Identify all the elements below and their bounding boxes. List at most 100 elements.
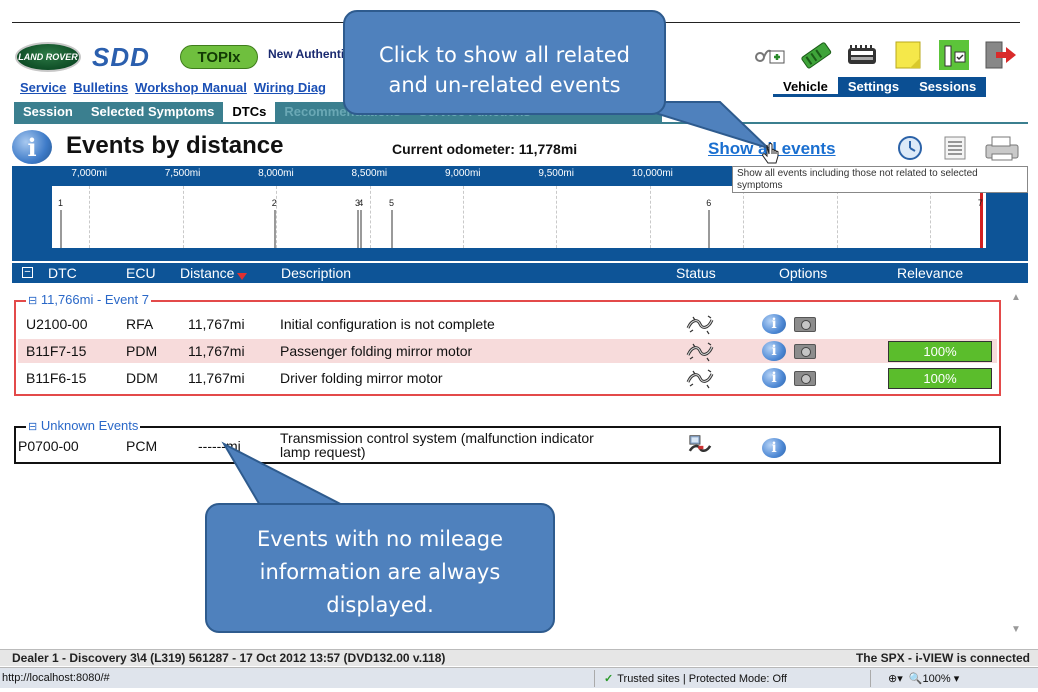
printer-icon[interactable] (982, 134, 1022, 162)
callout-line: displayed. (326, 593, 434, 617)
connection-status: The SPX - i-VIEW is connected (855, 651, 1030, 665)
status-monitor-icon (688, 435, 712, 452)
toolbar-icons (752, 38, 1018, 72)
info-icon[interactable]: i (762, 438, 786, 458)
clock-icon[interactable] (895, 134, 925, 162)
timeline-gridline (929, 186, 931, 248)
timeline-tick-label: 7,500mi (164, 168, 201, 179)
info-icon[interactable]: i (762, 341, 786, 361)
notes-icon[interactable] (890, 38, 926, 72)
info-icon[interactable]: i (762, 368, 786, 388)
status-url: http://localhost:8080/# (2, 672, 110, 684)
event-group-legend[interactable]: ⊟ Unknown Events (26, 418, 141, 433)
timeline-event-marker[interactable] (360, 210, 363, 248)
column-header-dtc[interactable]: DTC (48, 265, 77, 281)
table-row[interactable]: P0700-00 PCM ------mi Transmission contr… (18, 431, 997, 462)
collapse-icon[interactable]: ⊟ (28, 295, 38, 307)
security-zone[interactable]: ✓Trusted sites | Protected Mode: Off (604, 672, 787, 685)
connected-device-icon[interactable] (936, 38, 972, 72)
list-icon[interactable] (940, 134, 970, 162)
timeline-event-marker[interactable] (60, 210, 63, 248)
nav-link-workshop-manual[interactable]: Workshop Manual (135, 80, 247, 95)
info-icon[interactable]: i (12, 130, 52, 164)
column-header-relevance[interactable]: Relevance (897, 265, 964, 281)
tab-vehicle[interactable]: Vehicle (773, 77, 838, 97)
zoom-level: 100% (922, 673, 951, 685)
tab-sessions[interactable]: Sessions (909, 77, 987, 97)
exit-icon[interactable] (982, 38, 1018, 72)
logo-text: LAND ROVER (18, 51, 78, 62)
nav-link-wiring-diagrams[interactable]: Wiring Diag (253, 80, 326, 95)
event-group-7: ⊟ 11,766mi - Event 7 U2100-00 RFA 11,767… (14, 292, 1001, 396)
camera-icon[interactable] (794, 317, 816, 332)
status-disconnected-icon (686, 342, 714, 362)
timeline-event-marker[interactable] (357, 210, 360, 248)
column-header-ecu[interactable]: ECU (126, 265, 156, 281)
main-tabs: Vehicle Settings Sessions (773, 77, 987, 97)
callout-no-mileage: Events with no mileage information are a… (205, 503, 555, 633)
column-header-description[interactable]: Description (281, 265, 352, 281)
timeline-gridline (369, 186, 371, 248)
table-row[interactable]: B11F6-15 DDM 11,767mi Driver folding mir… (18, 366, 997, 390)
event-group-legend[interactable]: ⊟ 11,766mi - Event 7 (26, 292, 151, 307)
session-info: Dealer 1 - Discovery 3\4 (L319) 561287 -… (12, 651, 446, 665)
nav-links: Service Bulletins Workshop Manual Wiring… (20, 80, 326, 95)
dtc-code: B11F7-15 (26, 343, 87, 359)
timeline-event-label: 6 (706, 198, 712, 208)
distance-value: 11,767mi (188, 343, 245, 359)
callout-show-all: Click to show all related and un-related… (343, 10, 666, 115)
timeline-tick-label: 9,000mi (444, 168, 481, 179)
subtab-underline (14, 122, 1028, 124)
timeline-event-marker[interactable] (391, 210, 394, 248)
subtab-session[interactable]: Session (23, 104, 73, 119)
vci-icon[interactable] (844, 38, 880, 72)
timeline-gridline (89, 186, 91, 248)
check-icon: ✓ (604, 673, 614, 685)
scroll-up-arrow[interactable]: ▲ (1011, 292, 1021, 303)
timeline-tick-label: 8,000mi (258, 168, 294, 179)
table-row[interactable]: B11F7-15 PDM 11,767mi Passenger folding … (18, 339, 997, 363)
dtc-code: P0700-00 (18, 438, 79, 454)
new-authentic-link[interactable]: New Authentic (268, 47, 351, 61)
nav-link-bulletins[interactable]: Bulletins (73, 80, 129, 95)
stethoscope-icon[interactable] (752, 38, 788, 72)
camera-icon[interactable] (794, 344, 816, 359)
timeline-gridline (556, 186, 558, 248)
timeline-gridline (743, 186, 745, 248)
scroll-down-arrow[interactable]: ▼ (1011, 624, 1021, 635)
collapse-icon[interactable]: ⊟ (28, 421, 38, 433)
timeline-event-label: 3 (355, 198, 361, 208)
column-header-options[interactable]: Options (779, 265, 828, 281)
timeline-event-marker[interactable] (708, 210, 711, 248)
collapse-all-button[interactable]: − (22, 267, 33, 278)
timeline-event-marker[interactable] (273, 210, 276, 248)
timeline-gridline (276, 186, 278, 248)
distance-value: 11,767mi (188, 316, 245, 332)
timeline-gridline (462, 186, 464, 248)
timeline-tick-label: 10,000mi (631, 168, 673, 179)
subtab-selected-symptoms[interactable]: Selected Symptoms (90, 104, 215, 119)
callout-line: and un-related events (388, 73, 621, 97)
column-header-status[interactable]: Status (676, 265, 716, 281)
topix-button[interactable]: TOPIx (180, 45, 258, 69)
callout-line: information are always (259, 560, 501, 584)
table-row[interactable]: U2100-00 RFA 11,767mi Initial configurat… (18, 312, 997, 336)
column-header-distance[interactable]: Distance (180, 265, 248, 281)
battery-icon[interactable] (798, 38, 834, 72)
sdd-logo: SDD (92, 42, 150, 72)
tab-settings[interactable]: Settings (837, 77, 910, 97)
timeline-event-marker[interactable] (979, 186, 983, 248)
session-status-bar: Dealer 1 - Discovery 3\4 (L319) 561287 -… (0, 649, 1038, 666)
timeline-event-label: 7 (977, 198, 983, 208)
status-disconnected-icon (686, 315, 714, 335)
callout-line: Click to show all related (379, 43, 630, 67)
zoom-control[interactable]: ⊕▾ 🔍100% ▾ (888, 673, 960, 685)
show-all-tooltip: Show all events including those not rela… (732, 166, 1028, 193)
camera-icon[interactable] (794, 371, 816, 386)
nav-link-service[interactable]: Service (20, 80, 67, 95)
subtab-dtcs[interactable]: DTCs (223, 102, 276, 122)
info-icon[interactable]: i (762, 314, 786, 334)
dtc-table-header: − DTC ECU Distance Description Status Op… (12, 263, 1028, 283)
event-group-unknown: ⊟ Unknown Events P0700-00 PCM ------mi T… (14, 418, 1001, 464)
